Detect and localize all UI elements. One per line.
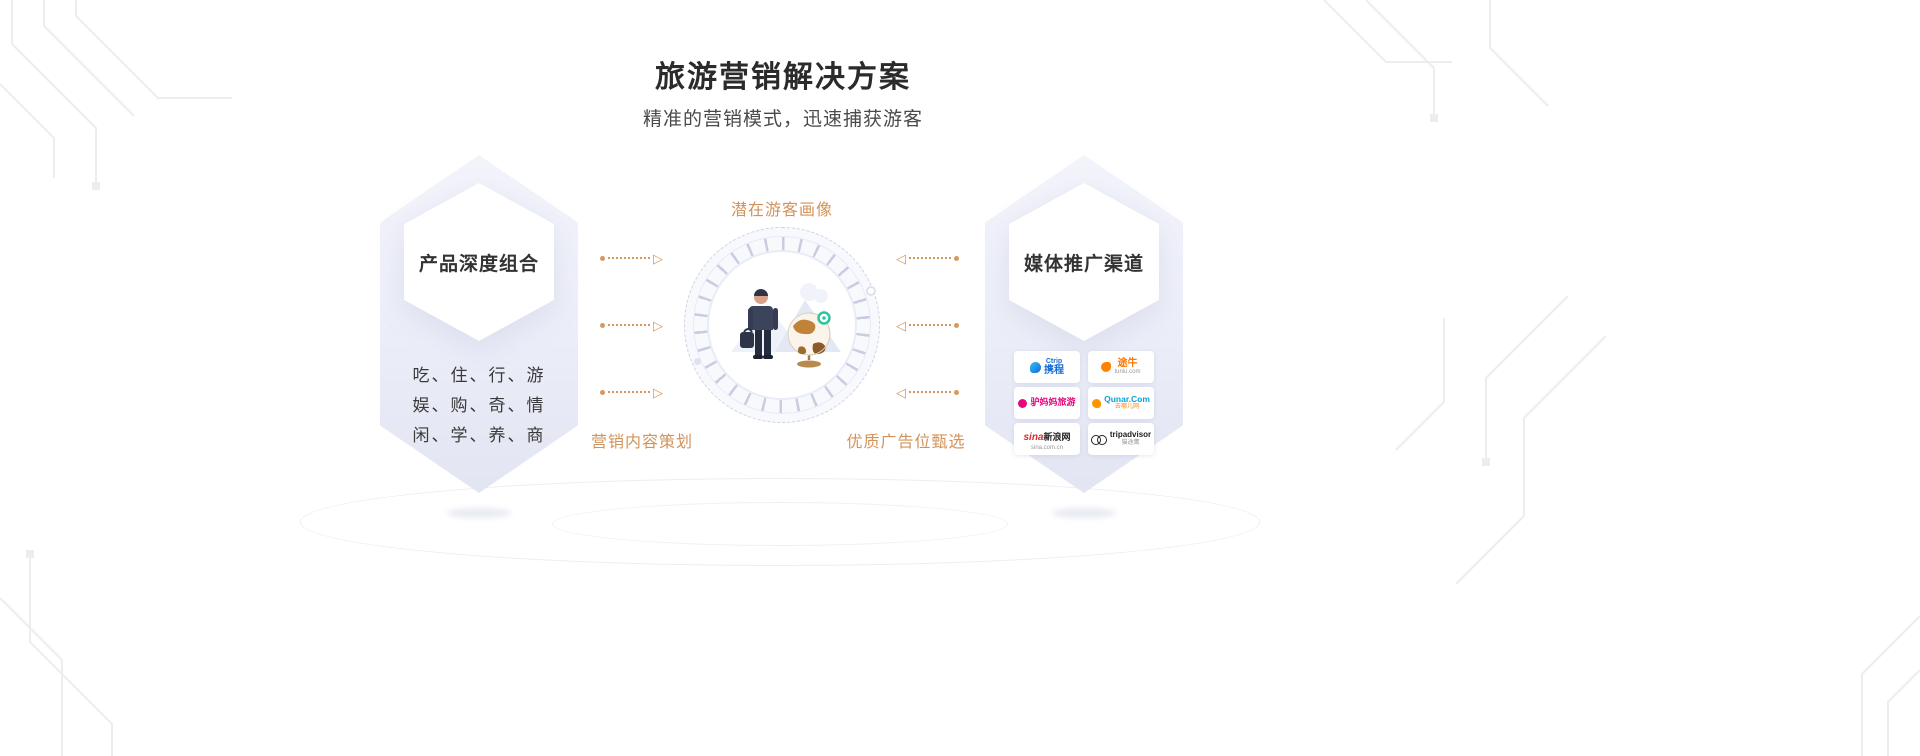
tripadvisor-owl-icon [1090,435,1107,445]
arrow-head-left-icon: ◁ [896,317,906,333]
traveler-illustration [707,250,857,400]
hexagon-badge: 媒体推广渠道 [1009,183,1159,341]
page-subtitle: 精准的营销模式，迅速捕获游客 [642,109,924,130]
qunar-camel-icon [1092,398,1102,408]
dial-deco-dot [694,358,701,365]
arrow-head-left-icon: ◁ [896,250,906,266]
arrow-dotted-line [608,257,650,259]
traveler-figure [740,289,778,359]
lvmama-icon [1018,398,1028,408]
location-pin-icon [817,311,831,325]
product-category-list: 吃、住、行、游 娱、购、奇、情 闲、学、养、商 [380,361,578,451]
media-logo-grid: Ctrip 携程 途牛 tuniu.com 驴妈妈旅游 [1011,351,1157,455]
dotted-arrow-left: ◁ [896,251,959,265]
right-card-tip-shadow [1052,508,1116,518]
page-title: 旅游营销解决方案 [655,61,911,94]
dotted-arrow-right: ▷ [600,251,663,265]
arrow-dotted-line [909,391,951,393]
dotted-arrow-left: ◁ [896,385,959,399]
dotted-arrow-right: ▷ [600,318,663,332]
globe-illustration [787,312,831,368]
arrow-head-right-icon: ▷ [653,250,663,266]
right-card-title: 媒体推广渠道 [1023,253,1144,275]
sina-wordmark: sina [1023,431,1044,443]
logo-tuniu: 途牛 tuniu.com [1088,351,1154,383]
logo-qunar: Qunar.Com 去哪儿网 [1088,387,1154,419]
left-card-tip-shadow [447,508,511,518]
arrow-dotted-line [909,324,951,326]
product-line: 娱、购、奇、情 [412,396,546,415]
arrow-head-right-icon: ▷ [653,384,663,400]
logo-ctrip: Ctrip 携程 [1014,351,1080,383]
media-channels-card: 媒体推广渠道 Ctrip 携程 途牛 tuniu.com [985,155,1183,493]
tuniu-bull-icon [1101,362,1112,372]
dotted-arrow-left: ◁ [896,318,959,332]
arrow-dot [600,322,605,328]
dotted-arrow-right: ▷ [600,385,663,399]
ground-ellipse-inner [552,502,1008,546]
label-audience-profile: 潜在游客画像 [730,202,834,219]
product-line: 吃、住、行、游 [412,366,546,385]
arrow-dotted-line [608,391,650,393]
arrow-dot [954,255,959,261]
product-line: 闲、学、养、商 [412,426,546,445]
logo-sina: sina新浪网 sina.com.cn [1014,423,1080,455]
ground-ellipse-outer [300,478,1260,566]
arrow-dot [954,322,959,328]
label-content-planning: 营销内容策划 [590,434,694,451]
arrow-dot [600,389,605,395]
logo-lvmama: 驴妈妈旅游 [1014,387,1080,419]
arrow-dot [600,255,605,261]
logo-tripadvisor: tripadvisor 猫途鹰 [1088,423,1154,455]
arrow-dotted-line [608,324,650,326]
arrow-head-right-icon: ▷ [653,317,663,333]
arrow-head-left-icon: ◁ [896,384,906,400]
hexagon-badge: 产品深度组合 [404,183,554,341]
label-ad-selection: 优质广告位甄选 [846,434,966,451]
arrow-dot [954,389,959,395]
ctrip-dolphin-icon [1030,361,1041,373]
left-card-title: 产品深度组合 [418,253,539,275]
arrow-dotted-line [909,257,951,259]
product-combination-card: 产品深度组合 吃、住、行、游 娱、购、奇、情 闲、学、养、商 [380,155,578,493]
dial-deco-circle [866,286,876,296]
